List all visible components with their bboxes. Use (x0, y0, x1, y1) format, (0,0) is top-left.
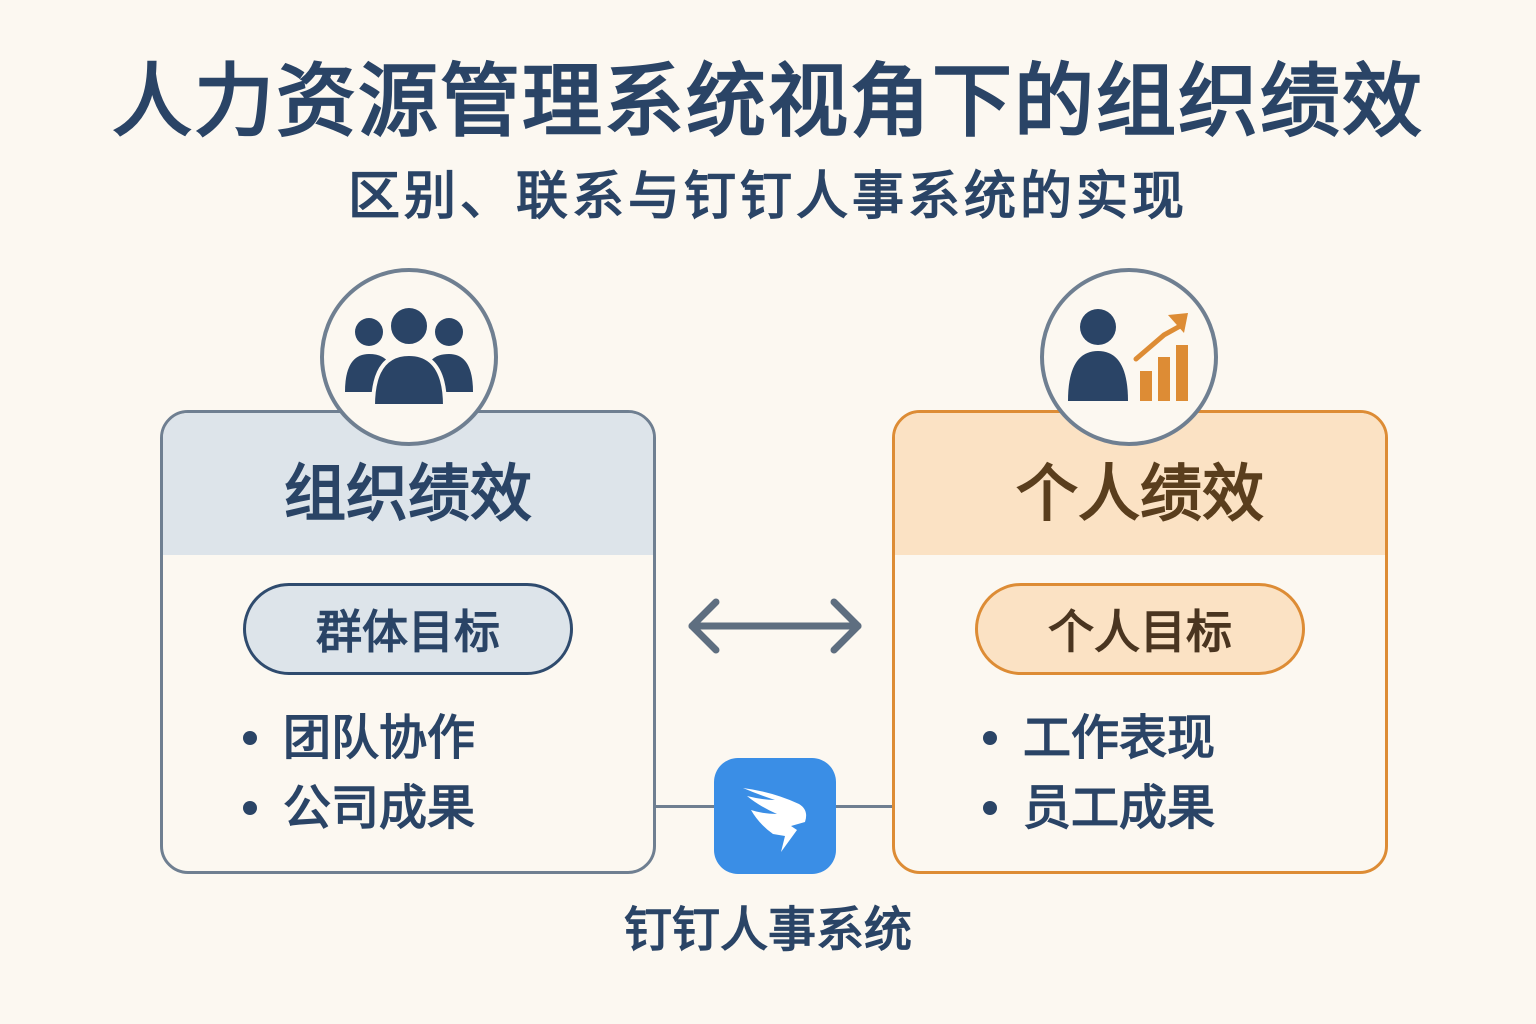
dingtalk-logo-icon (743, 788, 807, 852)
list-item: 员工成果 (983, 773, 1215, 843)
bullet-icon (983, 801, 997, 815)
list-item-label: 工作表现 (1023, 710, 1216, 766)
list-item: 公司成果 (243, 773, 475, 843)
system-label: 钉钉人事系统 (623, 902, 912, 958)
bullet-icon (243, 801, 257, 815)
person-growth-chart-icon (1068, 309, 1188, 401)
list-item-label: 公司成果 (283, 780, 476, 836)
bullet-icon (243, 731, 257, 745)
list-item-label: 员工成果 (1023, 780, 1216, 836)
org-item-list: 团队协作 公司成果 (243, 703, 475, 843)
list-item: 工作表现 (983, 703, 1215, 773)
ind-icon-badge (1040, 268, 1218, 446)
org-performance-card: 组织绩效 群体目标 团队协作 公司成果 (160, 410, 656, 874)
ind-goal-pill: 个人目标 (975, 583, 1305, 675)
ind-card-heading: 个人绩效 (895, 413, 1385, 555)
individual-performance-card: 个人绩效 个人目标 工作表现 员工成果 (892, 410, 1388, 874)
connector-right (834, 805, 894, 808)
page-title: 人力资源管理系统视角下的组织绩效 (112, 55, 1424, 148)
org-goal-pill: 群体目标 (243, 583, 573, 675)
connector-left (656, 805, 716, 808)
bullet-icon (983, 731, 997, 745)
ind-item-list: 工作表现 员工成果 (983, 703, 1215, 843)
group-users-icon (345, 304, 473, 408)
dingtalk-app-icon[interactable] (714, 758, 836, 874)
list-item-label: 团队协作 (283, 710, 476, 766)
page-subtitle: 区别、联系与钉钉人事系统的实现 (347, 167, 1188, 227)
list-item: 团队协作 (243, 703, 475, 773)
double-arrow-icon (688, 598, 862, 654)
org-icon-badge (320, 268, 498, 446)
relation-arrow (684, 596, 866, 660)
